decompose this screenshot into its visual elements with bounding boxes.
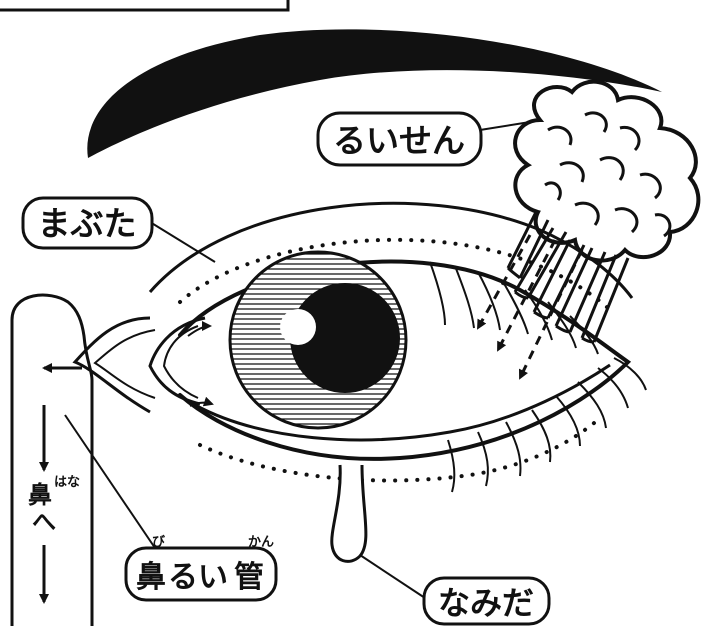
label-eyelid: まぶた [23,198,152,248]
label-to-nose: 鼻 はな へ [28,475,80,536]
label-tears: なみだ [424,578,549,624]
lower-lid-dots [200,418,600,481]
leader-eyelid [150,222,215,262]
leader-tears [360,555,425,598]
svg-text:るい: るい [168,560,228,595]
lacrimal-gland [508,82,698,342]
svg-text:るいせん: るいせん [333,121,465,160]
svg-text:かん: かん [248,535,274,550]
tear-drop [332,465,366,561]
pupil-highlight [280,309,316,345]
upper-eyelashes [430,262,598,354]
nasolacrimal-duct [12,295,92,626]
svg-text:鼻: 鼻 [136,560,166,595]
svg-text:はな: はな [54,475,80,490]
svg-text:まぶた: まぶた [38,204,137,243]
svg-text:へ: へ [32,508,56,536]
svg-text:鼻: 鼻 [28,481,52,509]
svg-text:なみだ: なみだ [438,584,534,622]
lacrimal-canaliculi [75,318,212,412]
label-tear-gland: るいせん [318,113,481,165]
svg-text:び: び [152,535,166,550]
frame-corner [0,0,288,10]
svg-text:管: 管 [234,560,264,595]
label-duct: び かん 鼻 るい 管 [126,535,276,600]
